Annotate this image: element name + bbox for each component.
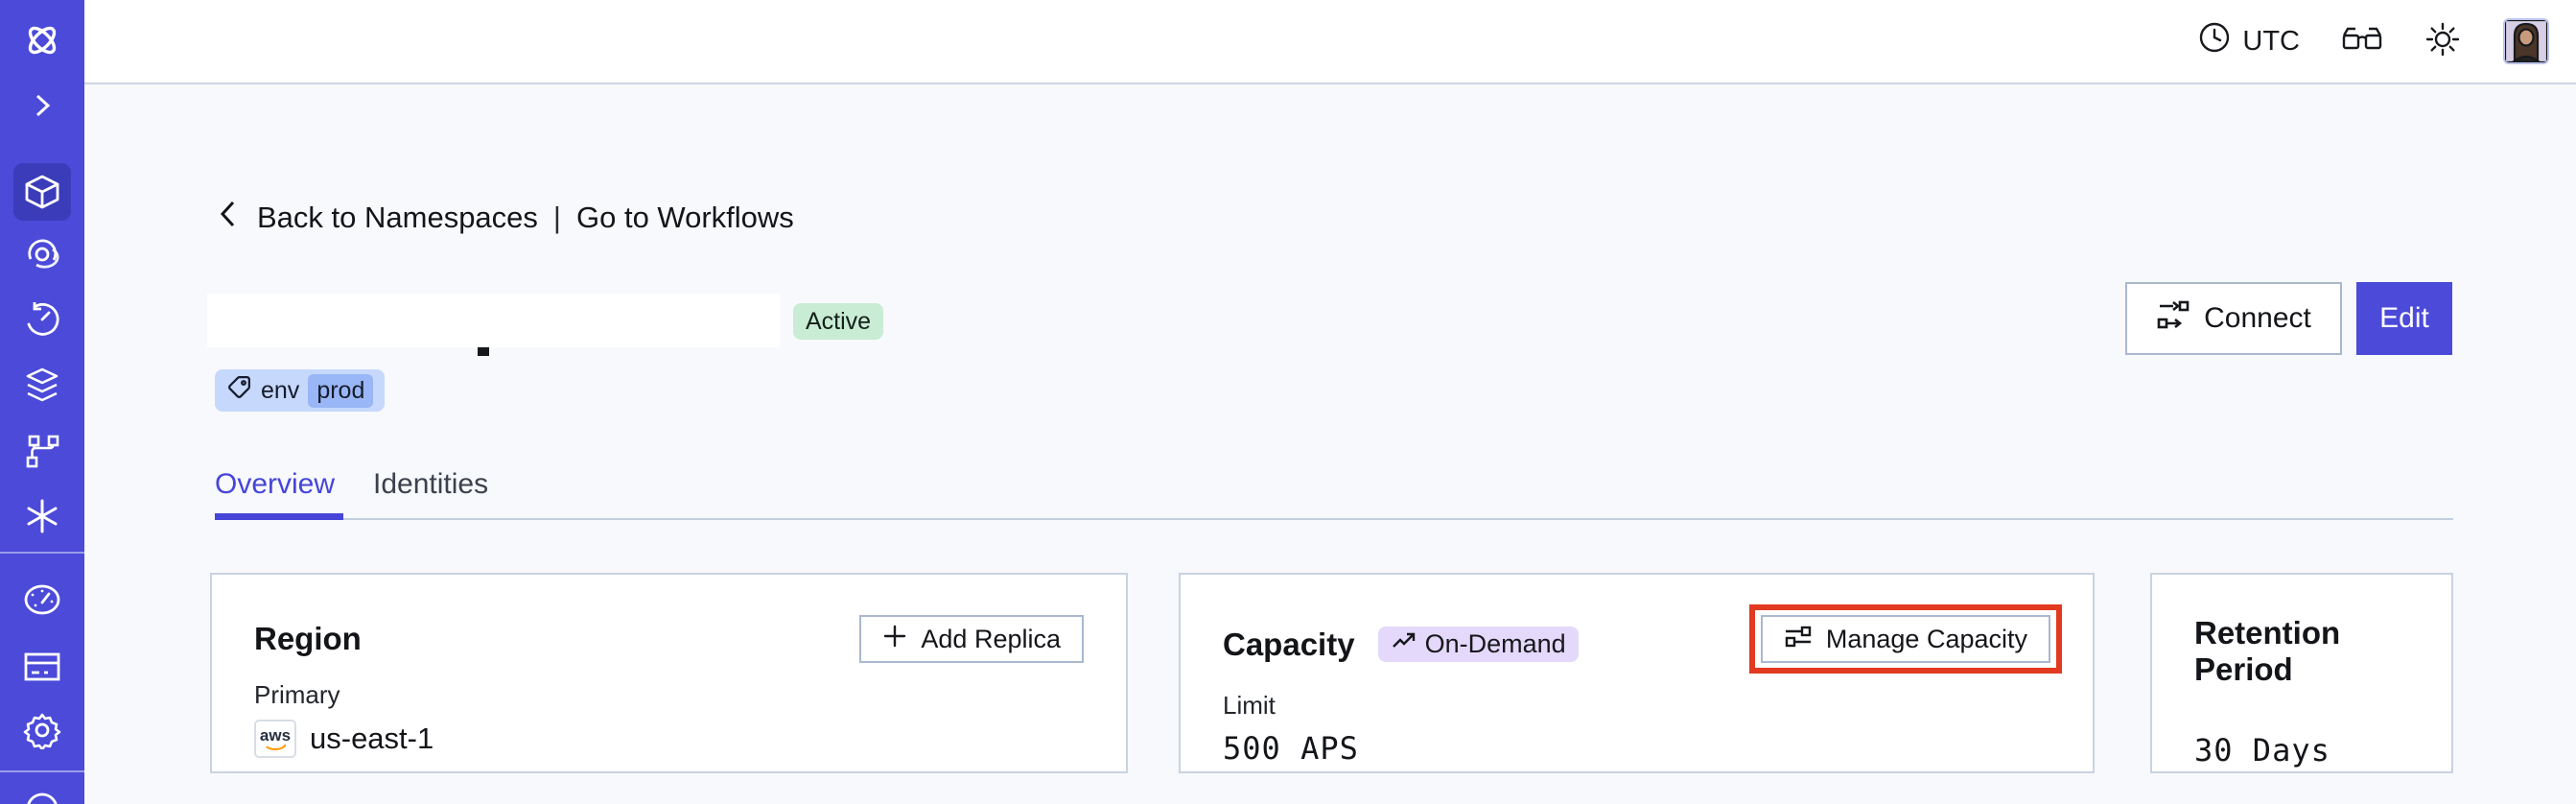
sidebar (0, 0, 84, 804)
tabs: Overview Identities (215, 468, 488, 526)
theme-toggle-sun-icon[interactable] (2424, 21, 2461, 62)
namespace-tag: env prod (215, 369, 386, 412)
active-tab-underline (215, 513, 343, 520)
back-chevron-icon[interactable] (215, 198, 242, 238)
namespace-title-remnant (478, 347, 489, 356)
topbar: UTC (84, 0, 2576, 84)
region-value: us-east-1 (310, 721, 434, 755)
tab-overview[interactable]: Overview (215, 468, 336, 500)
timezone-selector[interactable]: UTC (2198, 21, 2300, 61)
sidebar-divider (0, 552, 84, 554)
sliders-icon (1784, 622, 1813, 657)
manage-capacity-button[interactable]: Manage Capacity (1760, 615, 2050, 663)
expand-chevron-icon[interactable] (0, 88, 84, 123)
on-demand-label: On-Demand (1424, 629, 1566, 658)
tag-icon (226, 374, 252, 407)
region-card-title: Region (254, 621, 362, 656)
tab-identities[interactable]: Identities (373, 468, 489, 500)
trending-up-icon (1391, 628, 1417, 661)
capacity-value: 500 APS (1223, 730, 1359, 767)
breadcrumb-separator: | (552, 201, 561, 234)
clock-icon (2198, 21, 2231, 61)
sidebar-item-settings[interactable] (0, 711, 84, 749)
breadcrumb-workflows-link[interactable]: Go to Workflows (575, 201, 794, 234)
plus-icon (882, 624, 907, 655)
glasses-icon[interactable] (2342, 26, 2382, 58)
region-card: Region Add Replica Primary aws us-east-1 (210, 573, 1128, 773)
sidebar-item-schedules[interactable] (0, 301, 84, 338)
sidebar-divider (0, 770, 84, 772)
breadcrumb: Back to Namespaces | Go to Workflows (215, 198, 794, 238)
sidebar-item-namespaces[interactable] (0, 174, 84, 210)
connect-flow-icon (2156, 297, 2190, 340)
manage-capacity-label: Manage Capacity (1825, 624, 2027, 653)
help-circle-icon[interactable] (0, 791, 84, 804)
capacity-card: Capacity On-Demand (1179, 573, 2095, 773)
tabs-divider (215, 518, 2453, 520)
add-replica-label: Add Replica (921, 624, 1061, 653)
tag-key: env (261, 376, 300, 404)
retention-card: Retention Period 30 Days (2150, 573, 2453, 773)
connect-button[interactable]: Connect (2125, 282, 2342, 355)
primary-label: Primary (254, 680, 340, 709)
on-demand-badge: On-Demand (1377, 627, 1579, 662)
tag-value: prod (308, 373, 374, 408)
limit-label: Limit (1223, 691, 1276, 720)
timezone-label: UTC (2242, 25, 2300, 57)
capacity-card-title: Capacity (1223, 626, 1355, 662)
aws-logo: aws (254, 720, 296, 758)
add-replica-button[interactable]: Add Replica (859, 615, 1084, 663)
sidebar-item-workflows[interactable] (0, 236, 84, 272)
sidebar-item-deployments[interactable] (0, 367, 84, 404)
sidebar-item-billing[interactable] (0, 649, 84, 685)
highlight-box: Manage Capacity (1748, 604, 2062, 674)
breadcrumb-back-link[interactable]: Back to Namespaces (257, 201, 538, 234)
sidebar-item-usage[interactable] (0, 581, 84, 618)
retention-value: 30 Days (2194, 732, 2330, 769)
namespace-title-redacted (207, 294, 780, 347)
edit-button[interactable]: Edit (2356, 282, 2452, 355)
connect-label: Connect (2204, 302, 2311, 334)
aws-word: aws (259, 725, 292, 745)
sidebar-item-nexus[interactable] (0, 498, 84, 534)
aws-smile-arrow (263, 741, 288, 750)
temporal-logo[interactable] (0, 19, 84, 61)
retention-card-title: Retention Period (2194, 615, 2341, 687)
status-badge: Active (793, 303, 884, 340)
avatar[interactable] (2503, 18, 2549, 64)
sidebar-item-pipelines[interactable] (0, 433, 84, 469)
